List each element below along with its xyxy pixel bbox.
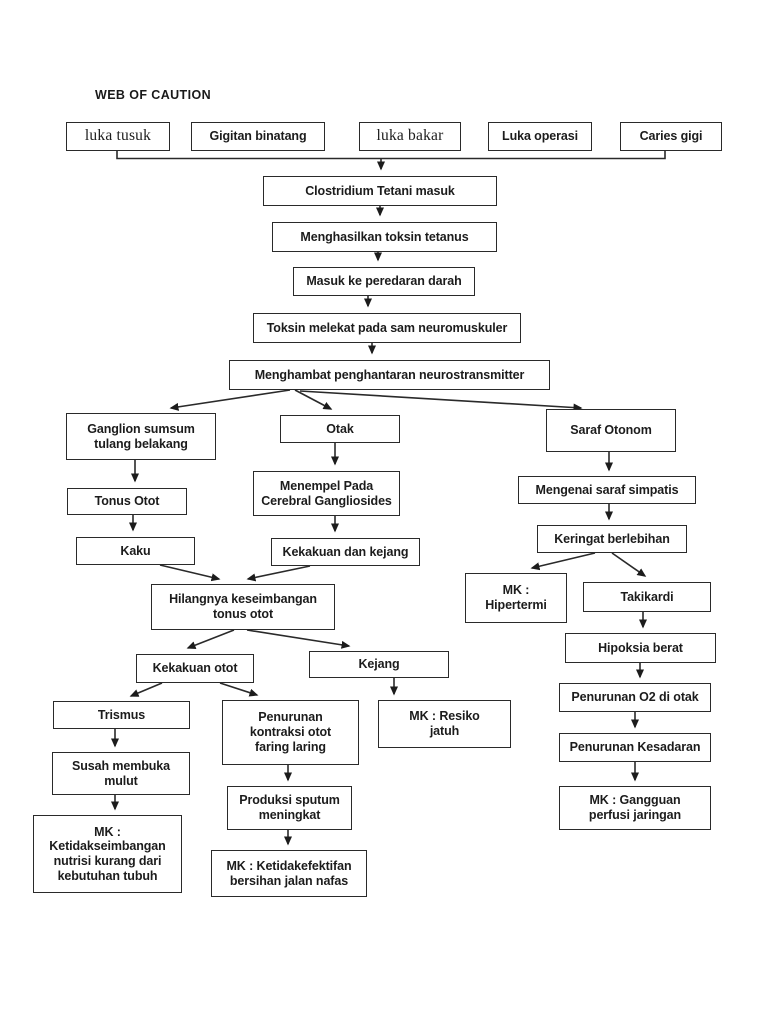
node-ganglion-sumsum: Ganglion sumsum tulang belakang — [66, 413, 216, 460]
node-toksin-melekat: Toksin melekat pada sam neuromuskuler — [253, 313, 521, 343]
node-masuk-peredaran-darah: Masuk ke peredaran darah — [293, 267, 475, 296]
node-mk-ketidakefektifan-bersihan: MK : Ketidakefektifan bersihan jalan naf… — [211, 850, 367, 897]
node-susah-membuka-mulut: Susah membuka mulut — [52, 752, 190, 795]
node-produksi-sputum: Produksi sputum meningkat — [227, 786, 352, 830]
node-mengenai-saraf-simpatis: Mengenai saraf simpatis — [518, 476, 696, 504]
node-mk-ketidakseimbangan-nutrisi: MK : Ketidakseimbangan nutrisi kurang da… — [33, 815, 182, 893]
page-title: WEB OF CAUTION — [95, 88, 212, 102]
node-trismus: Trismus — [53, 701, 190, 729]
top-bus-connector — [116, 151, 666, 160]
node-mk-resiko-jatuh: MK : Resiko jatuh — [378, 700, 511, 748]
node-kaku: Kaku — [76, 537, 195, 565]
node-luka-tusuk: luka tusuk — [66, 122, 170, 151]
node-caries-gigi: Caries gigi — [620, 122, 722, 151]
node-luka-bakar: luka bakar — [359, 122, 461, 151]
node-hilangnya-keseimbangan: Hilangnya keseimbangan tonus otot — [151, 584, 335, 630]
node-kekakuan-dan-kejang: Kekakuan dan kejang — [271, 538, 420, 566]
node-hipoksia-berat: Hipoksia berat — [565, 633, 716, 663]
node-takikardi: Takikardi — [583, 582, 711, 612]
node-kekakuan-otot: Kekakuan otot — [136, 654, 254, 683]
node-gigitan-binatang: Gigitan binatang — [191, 122, 325, 151]
node-keringat-berlebihan: Keringat berlebihan — [537, 525, 687, 553]
node-saraf-otonom: Saraf Otonom — [546, 409, 676, 452]
node-clostridium-tetani-masuk: Clostridium Tetani masuk — [263, 176, 497, 206]
node-tonus-otot: Tonus Otot — [67, 488, 187, 515]
connector-lines — [111, 151, 666, 846]
node-mk-hipertermi: MK : Hipertermi — [465, 573, 567, 623]
node-penurunan-kesadaran: Penurunan Kesadaran — [559, 733, 711, 762]
node-mk-gangguan-perfusi: MK : Gangguan perfusi jaringan — [559, 786, 711, 830]
node-menghasilkan-toksin: Menghasilkan toksin tetanus — [272, 222, 497, 252]
node-otak: Otak — [280, 415, 400, 443]
node-penurunan-kontraksi-otot: Penurunan kontraksi otot faring laring — [222, 700, 359, 765]
node-kejang: Kejang — [309, 651, 449, 678]
node-menempel-cerebral-gangliosides: Menempel Pada Cerebral Gangliosides — [253, 471, 400, 516]
node-menghambat-neurotransmitter: Menghambat penghantaran neurostransmitte… — [229, 360, 550, 390]
node-luka-operasi: Luka operasi — [488, 122, 592, 151]
node-penurunan-o2-di-otak: Penurunan O2 di otak — [559, 683, 711, 712]
